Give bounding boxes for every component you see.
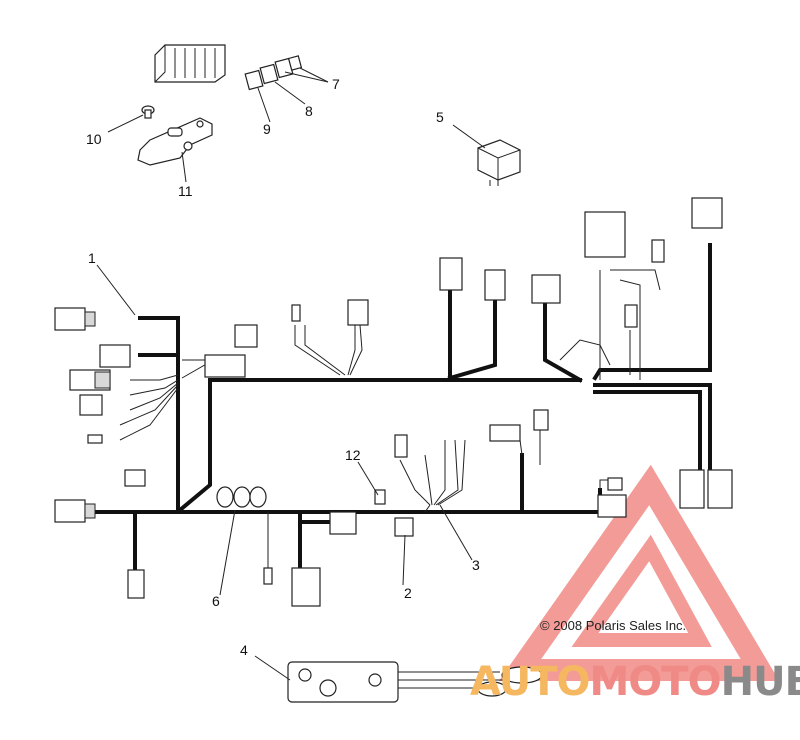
watermark-part2: MOTO [590,659,721,705]
bracket-part [137,117,213,166]
callout-11: 11 [178,183,193,199]
connectors [54,197,733,607]
callouts: 1 2 3 4 5 6 7 8 9 10 11 12 [86,76,480,658]
thin-wires [119,269,661,570]
callout-5: 5 [436,109,444,125]
callout-4: 4 [240,642,248,658]
callout-10: 10 [86,131,102,147]
callout-2: 2 [404,585,412,601]
callout-1: 1 [88,250,96,266]
fuse-block-part [154,44,226,83]
watermark-logo [498,464,780,681]
watermark-part1: AUTO [470,659,590,705]
relay-part [477,139,521,186]
screw-part [141,105,155,119]
cable-bracket-part [287,661,543,703]
leader-lines [96,67,486,681]
watermark-part3: HUB [721,659,800,705]
watermark-text: AUTOMOTOHUB [470,659,800,705]
fuses-part [244,55,303,91]
callout-12: 12 [345,447,361,463]
callout-6: 6 [212,593,220,609]
callout-3: 3 [472,557,480,573]
copyright-notice: © 2008 Polaris Sales Inc. [540,618,686,633]
callout-8: 8 [305,103,313,119]
svg-text:AUTOMOTOHUB: AUTOMOTOHUB [470,659,800,705]
callout-7: 7 [332,76,340,92]
callout-9: 9 [263,121,271,137]
